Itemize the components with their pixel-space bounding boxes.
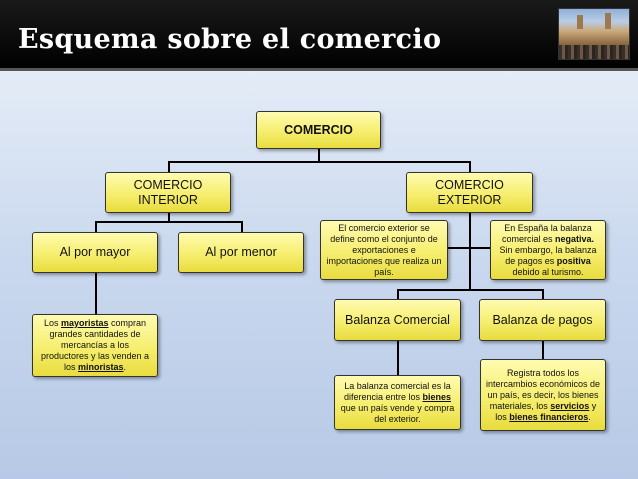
connector (95, 221, 242, 223)
note-mayoristas: Los mayoristas compran grandes cantidade… (32, 314, 158, 377)
photo-tower-left (577, 15, 583, 29)
note-balanza-comercial: La balanza comercial es la diferencia en… (334, 375, 461, 430)
note-espana-text: En España la balanza comercial es negati… (499, 222, 597, 277)
connector (469, 212, 471, 290)
note-exterior-definition: El comercio exterior se define como el c… (320, 220, 448, 280)
header-photo (558, 8, 630, 60)
connector (318, 148, 320, 162)
connector (542, 289, 544, 299)
node-menor-label: Al por menor (205, 245, 277, 259)
connector (241, 221, 243, 233)
connector (168, 161, 470, 163)
photo-crowd (559, 45, 629, 59)
node-comercio: COMERCIO (256, 111, 381, 149)
node-al-por-mayor: Al por mayor (32, 232, 158, 273)
connector (95, 221, 97, 233)
node-balanza-comercial: Balanza Comercial (334, 299, 461, 341)
note-espana-balanza: En España la balanza comercial es negati… (490, 220, 606, 280)
connector (542, 340, 544, 360)
note-bp-text: Registra todos los intercambios económic… (485, 367, 601, 422)
connector (95, 272, 97, 315)
note-balanza-pagos: Registra todos los intercambios económic… (480, 359, 606, 431)
connector (397, 340, 399, 376)
connector (168, 161, 170, 174)
note-mayoristas-text: Los mayoristas compran grandes cantidade… (40, 318, 150, 372)
connector (471, 247, 490, 249)
photo-tower-right (605, 13, 611, 29)
node-al-por-menor: Al por menor (178, 232, 304, 273)
node-comercio-label: COMERCIO (284, 122, 353, 137)
connector (447, 247, 469, 249)
node-balanza-comercial-label: Balanza Comercial (345, 312, 450, 327)
connector (397, 289, 399, 299)
connector (469, 161, 471, 174)
node-mayor-label: Al por mayor (59, 245, 131, 259)
connector (397, 289, 543, 291)
slide-header: Esquema sobre el comercio (0, 0, 638, 71)
note-bc-text: La balanza comercial es la diferencia en… (340, 380, 455, 424)
node-balanza-pagos: Balanza de pagos (479, 299, 606, 341)
note-exterior-text: El comercio exterior se define como el c… (326, 222, 442, 277)
slide-title: Esquema sobre el comercio (18, 24, 442, 55)
node-balanza-pagos-label: Balanza de pagos (492, 312, 593, 327)
connector (168, 212, 170, 222)
